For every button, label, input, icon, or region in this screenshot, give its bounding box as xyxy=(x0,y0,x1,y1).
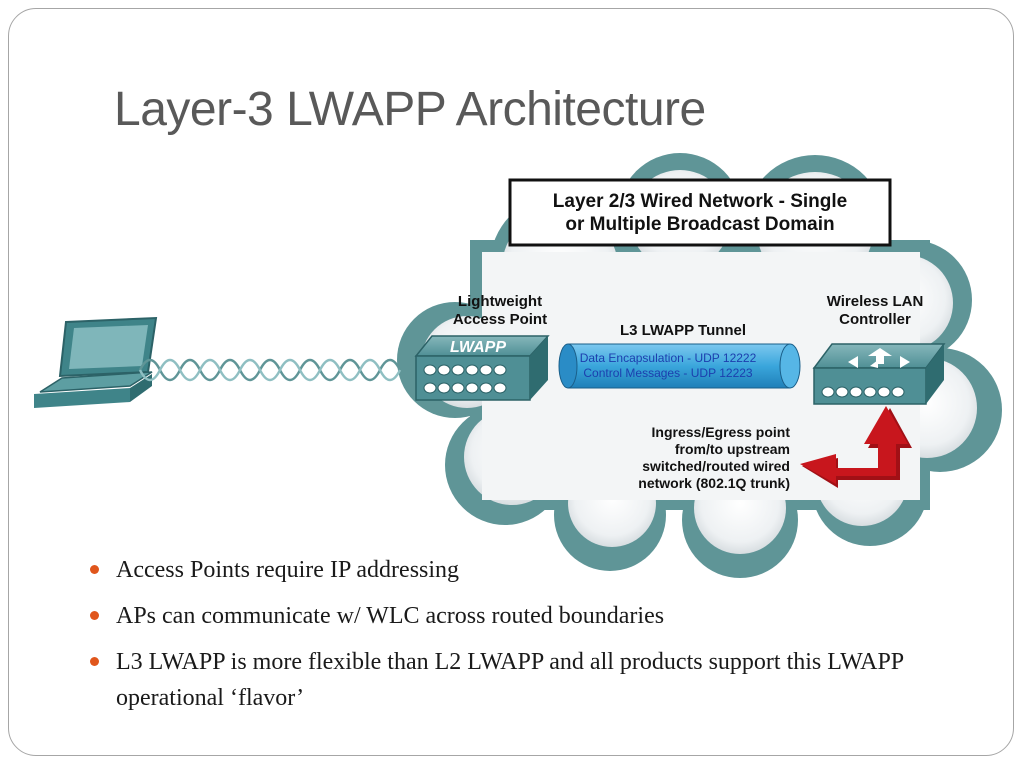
access-point-label-line1: Lightweight xyxy=(458,293,542,310)
controller-label-line2: Controller xyxy=(839,311,911,328)
laptop-icon xyxy=(34,316,158,408)
bullet-dot-icon xyxy=(90,657,99,666)
tunnel-line2: Control Messages - UDP 12223 xyxy=(583,366,753,380)
network-box: Layer 2/3 Wired Network - Single or Mult… xyxy=(508,178,892,247)
ingress-label: Ingress/Egress point from/to upstream sw… xyxy=(638,424,790,491)
ingress-arrow-icon xyxy=(800,406,912,488)
bullet-text: APs can communicate w/ WLC across routed… xyxy=(116,603,665,629)
lwapp-tunnel: Data Encapsulation - UDP 12222 Control M… xyxy=(558,343,801,389)
bullet-item: APs can communicate w/ WLC across routed… xyxy=(88,598,968,634)
bullet-dot-icon xyxy=(90,611,99,620)
access-point-icon: LWAPP xyxy=(414,335,550,401)
controller-label-line1: Wireless LAN xyxy=(827,293,924,310)
bullet-text: L3 LWAPP is more flexible than L2 LWAPP … xyxy=(116,649,904,711)
ingress-line4: network (802.1Q trunk) xyxy=(638,475,790,491)
wireless-signal-icon xyxy=(138,358,402,382)
network-box-line1: Layer 2/3 Wired Network - Single xyxy=(553,191,847,212)
ingress-line1: Ingress/Egress point xyxy=(652,424,791,440)
network-box-line2: or Multiple Broadcast Domain xyxy=(565,214,834,235)
tunnel-title: L3 LWAPP Tunnel xyxy=(620,322,746,339)
slide-title: Layer-3 LWAPP Architecture xyxy=(114,83,706,136)
tunnel-line1: Data Encapsulation - UDP 12222 xyxy=(580,351,757,365)
ingress-line3: switched/routed wired xyxy=(642,458,790,474)
bullet-text: Access Points require IP addressing xyxy=(116,557,460,583)
ingress-line2: from/to upstream xyxy=(675,441,790,457)
access-point-badge: LWAPP xyxy=(450,339,506,356)
access-point-label-line2: Access Point xyxy=(453,311,547,328)
bullet-dot-icon xyxy=(90,565,99,574)
bullet-list: Access Points require IP addressing APs … xyxy=(88,552,968,726)
bullet-item: Access Points require IP addressing xyxy=(88,552,968,588)
bullet-item: L3 LWAPP is more flexible than L2 LWAPP … xyxy=(88,644,968,716)
controller-icon xyxy=(812,343,946,405)
